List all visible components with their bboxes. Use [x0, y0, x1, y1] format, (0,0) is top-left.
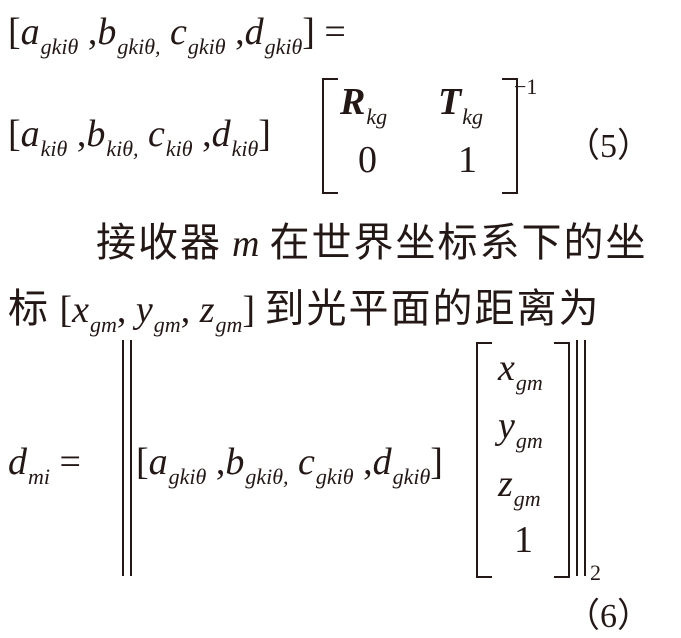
sub-a: gkiθ	[168, 464, 207, 489]
text-world-coord: 在世界坐标系下的坐	[269, 220, 648, 266]
bracket-close: ]	[258, 113, 271, 155]
sub-d: kiθ	[231, 136, 259, 161]
sub-d: gkiθ	[392, 464, 431, 489]
var-b: b	[86, 113, 106, 155]
comma: ,	[206, 441, 226, 483]
var-b: b	[97, 11, 117, 53]
sub-b: gkiθ,	[117, 34, 161, 59]
norm-bar-left-2	[130, 340, 132, 576]
comma: ,	[353, 441, 373, 483]
eq6-lhs: dmi =	[8, 440, 81, 489]
var-z: z	[199, 289, 215, 331]
text-coord-label: 标	[8, 286, 50, 332]
vector-x: xgm	[498, 347, 543, 395]
vector-y: ygm	[498, 405, 543, 453]
vector-z: zgm	[498, 463, 541, 511]
matrix-superscript: −1	[514, 74, 538, 99]
matrix-r12: Tkg	[438, 81, 483, 129]
var-a: a	[20, 11, 40, 53]
bracket-open: [	[8, 11, 21, 53]
var-m: m	[232, 223, 260, 265]
bracket-close: ]	[430, 441, 443, 483]
var-a: a	[148, 441, 168, 483]
eq6-number: （6）	[566, 598, 651, 635]
var-a: a	[20, 113, 40, 155]
bracket-open: [	[136, 441, 149, 483]
norm-subscript: 2	[590, 560, 601, 585]
vector-left-bracket	[476, 342, 492, 578]
matrix-r11: Rkg	[340, 81, 388, 129]
var-d: d	[211, 113, 231, 155]
var-d-mi: d	[8, 441, 27, 483]
var-c: c	[298, 441, 315, 483]
bracket-close-equals: ] =	[302, 11, 346, 53]
var-c: c	[148, 113, 165, 155]
var-c: c	[170, 11, 187, 53]
text-distance: 到光平面的距离为	[264, 286, 601, 332]
eq5-line2: [akiθ ,bkiθ, ckiθ ,dkiθ]	[8, 112, 271, 161]
eq5-number: （5）	[566, 128, 651, 165]
vector-right-bracket	[554, 342, 570, 578]
bracket-open: [	[8, 113, 21, 155]
equals-sign: =	[59, 441, 81, 483]
sub-y: gm	[153, 312, 181, 337]
norm-bar-right-2	[584, 340, 586, 576]
sub-d: gkiθ	[264, 34, 303, 59]
sub-c: kiθ	[165, 136, 193, 161]
coord-open: [	[59, 289, 73, 331]
eq6-rowvec: [agkiθ ,bgkiθ, cgkiθ ,dgkiθ]	[136, 440, 443, 489]
sub-b: kiθ,	[106, 136, 139, 161]
var-x: x	[72, 289, 90, 331]
comma: ,	[225, 11, 245, 53]
matrix-right-bracket	[502, 78, 518, 194]
sub-b: gkiθ,	[245, 464, 289, 489]
sub-c: gkiθ	[187, 34, 226, 59]
text-line4: 标 [xgm, ygm, zgm] 到光平面的距离为	[8, 286, 601, 337]
var-b: b	[225, 441, 245, 483]
vector-one: 1	[514, 519, 533, 561]
comma: ,	[67, 113, 87, 155]
sub-c: gkiθ	[315, 464, 354, 489]
eq5-line1: [agkiθ ,bgkiθ, cgkiθ ,dgkiθ] =	[8, 10, 346, 59]
comma: ,	[192, 113, 212, 155]
text-receiver: 接收器	[96, 220, 222, 266]
norm-bar-right-1	[576, 340, 578, 576]
sub-a: gkiθ	[40, 34, 79, 59]
matrix-r21: 0	[358, 139, 377, 181]
norm-bar-left-1	[122, 340, 124, 576]
var-y: y	[135, 289, 153, 331]
sub-a: kiθ	[40, 136, 68, 161]
coord-close: ]	[242, 289, 256, 331]
matrix-r22: 1	[458, 139, 477, 181]
sub-mi: mi	[28, 464, 50, 489]
sub-x: gm	[90, 312, 117, 337]
var-d: d	[244, 11, 264, 53]
sub-z: gm	[215, 312, 243, 337]
comma: ,	[78, 11, 98, 53]
matrix-left-bracket	[322, 78, 338, 194]
var-d: d	[372, 441, 392, 483]
text-line3: 接收器 m 在世界坐标系下的坐	[96, 210, 647, 268]
